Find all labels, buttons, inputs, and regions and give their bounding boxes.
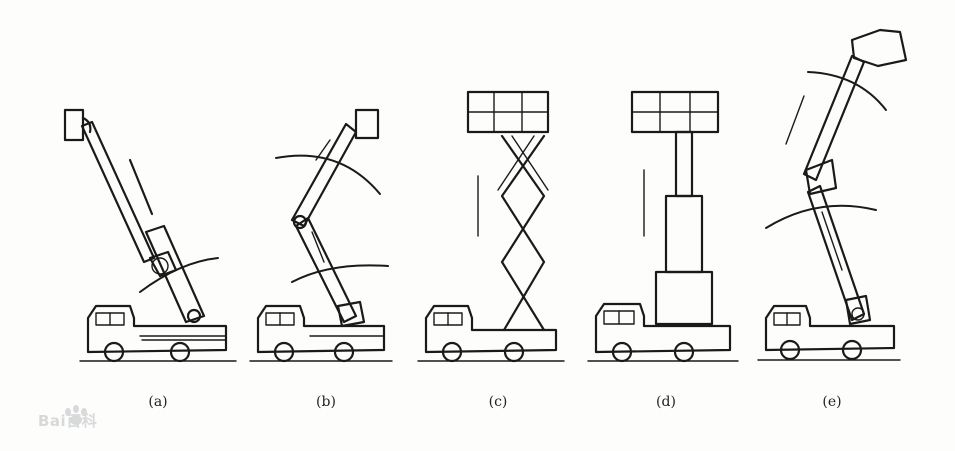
platform-d xyxy=(630,90,720,134)
motion-arrow-e xyxy=(785,95,805,145)
boom-a xyxy=(63,108,206,324)
scissor-c xyxy=(497,134,549,332)
caption-d: (d) xyxy=(656,394,676,410)
boom-b xyxy=(290,108,380,328)
watermark-text: Bai百科 xyxy=(38,412,98,430)
swing-arc-e-upper xyxy=(807,71,887,111)
panel-c-scissor-lift-truck xyxy=(417,90,565,363)
panel-d-vertical-mast-truck xyxy=(587,90,739,363)
truck-e xyxy=(757,304,901,361)
platform-c xyxy=(466,90,550,134)
caption-b: (b) xyxy=(316,394,336,410)
caption-c: (c) xyxy=(488,394,508,410)
boom-e xyxy=(802,28,908,326)
swing-arc-a xyxy=(139,257,219,293)
swing-arc-b-upper xyxy=(275,154,381,195)
watermark: Bai百科 xyxy=(14,402,124,438)
mast-d xyxy=(654,130,714,326)
swing-arc-b-lower xyxy=(291,264,389,283)
truck-c xyxy=(417,304,565,363)
caption-a: (a) xyxy=(148,394,168,410)
truck-a xyxy=(79,304,237,363)
panel-e-articulated-boom-truck xyxy=(757,28,908,361)
baidu-paw-icon xyxy=(65,405,87,425)
panel-a-telescopic-boom-truck xyxy=(63,108,237,363)
caption-e: (e) xyxy=(822,394,842,410)
truck-d xyxy=(587,302,739,363)
swing-arc-e-lower xyxy=(765,204,877,229)
truck-b xyxy=(249,304,393,363)
panel-b-folding-boom-truck xyxy=(249,108,393,363)
